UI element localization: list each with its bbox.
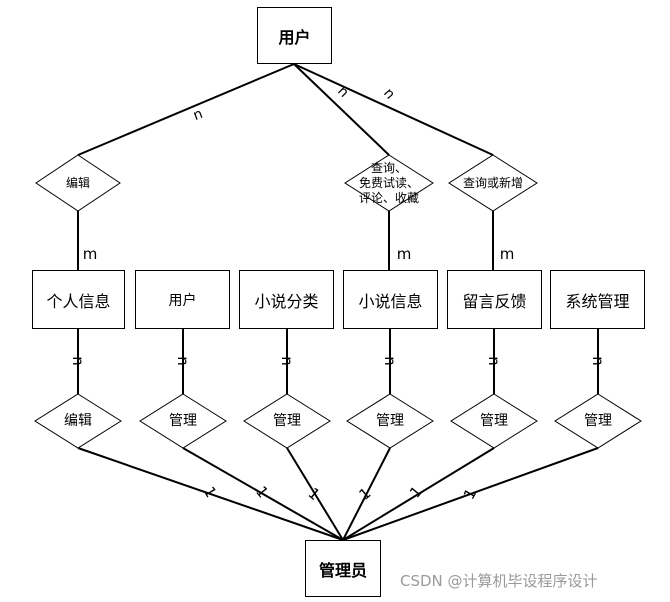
cardinality-n-label: n <box>69 356 87 366</box>
cardinality-n-label: n <box>589 356 607 366</box>
watermark: CSDN @计算机毕设程序设计 <box>400 572 598 590</box>
entity-novel-info-label: 小说信息 <box>358 291 423 311</box>
cardinality-m-label: m <box>83 245 98 263</box>
user-to-relation-line <box>293 63 390 156</box>
entity-user: 用户 <box>257 7 332 64</box>
lower-relation-diamond <box>450 393 538 449</box>
lower-relation-diamond <box>243 393 331 449</box>
relationship-diamonds: 编辑查询、免费试读、评论、收藏查询或新增编辑管理管理管理管理管理 <box>34 154 642 449</box>
connector-lines <box>77 63 599 541</box>
cardinality-1-label: 1 <box>305 484 324 504</box>
entity-admin-label: 管理员 <box>318 560 367 580</box>
lower-relation-label: 管理 <box>376 413 404 429</box>
cardinality-n-label: n <box>334 83 352 101</box>
lower-relation-diamond <box>139 393 227 449</box>
cardinality-n-label: n <box>174 356 192 366</box>
user-to-relation-line <box>293 63 494 156</box>
upper-relation-label: 编辑 <box>66 175 90 190</box>
cardinality-m-label: m <box>500 245 515 263</box>
upper-relation-label: 免费试读、 <box>359 175 419 190</box>
cardinality-n-label: n <box>485 356 503 366</box>
lower-relation-label: 管理 <box>273 413 301 429</box>
entity-admin: 管理员 <box>305 540 381 597</box>
entity-novel-info: 小说信息 <box>343 270 438 329</box>
lower-relation-label: 管理 <box>169 413 197 429</box>
manage-to-admin-line <box>342 447 495 541</box>
lower-relation-label: 管理 <box>584 413 612 429</box>
lower-relation-label: 编辑 <box>64 413 92 429</box>
lower-relation-diamond <box>554 393 642 449</box>
entity-feedback-label: 留言反馈 <box>462 291 527 311</box>
cardinality-n-label: n <box>380 85 398 102</box>
cardinality-n-label: n <box>278 356 296 366</box>
entity-novel-category: 小说分类 <box>239 270 334 329</box>
upper-relation-label: 评论、收藏 <box>359 191 419 205</box>
lower-relation-diamond <box>346 393 434 449</box>
cardinality-m-label: m <box>397 245 412 263</box>
manage-to-admin-line <box>182 447 344 541</box>
upper-relation-label: 查询或新增 <box>463 175 523 190</box>
entity-user-mgmt: 用户 <box>135 270 230 329</box>
entity-system-mgmt-label: 系统管理 <box>565 291 630 311</box>
cardinality-n-label: n <box>381 356 399 366</box>
manage-to-admin-line <box>342 447 599 541</box>
lower-relation-label: 管理 <box>480 413 508 429</box>
upper-relation-label: 查询、 <box>371 161 407 175</box>
entity-user-label: 用户 <box>278 27 311 47</box>
cardinality-1-label: 1 <box>252 483 272 502</box>
manage-to-admin-line <box>77 447 344 541</box>
entity-novel-category-label: 小说分类 <box>254 291 319 311</box>
upper-relation-diamond <box>35 154 121 212</box>
cardinality-n-label: n <box>191 106 205 124</box>
cardinality-1-label: 1 <box>200 483 220 500</box>
upper-relation-diamond <box>448 154 538 212</box>
upper-relation-diamond <box>344 154 434 212</box>
entity-feedback: 留言反馈 <box>447 270 542 329</box>
entity-personal-info-label: 个人信息 <box>46 291 111 311</box>
entity-user-mgmt-label: 用户 <box>168 292 197 309</box>
entity-personal-info: 个人信息 <box>32 270 125 329</box>
cardinality-1-label: 1 <box>356 484 375 504</box>
user-to-relation-line <box>77 63 295 156</box>
lower-relation-diamond <box>34 393 122 449</box>
cardinality-1-label: 1 <box>460 485 480 502</box>
entity-system-mgmt: 系统管理 <box>550 270 645 329</box>
manage-to-admin-line <box>286 447 344 541</box>
manage-to-admin-line <box>342 447 391 541</box>
